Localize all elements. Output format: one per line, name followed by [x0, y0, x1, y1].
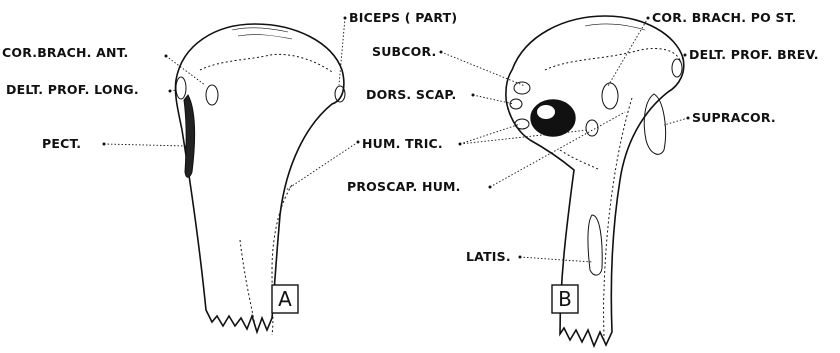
dors-scap-scar [510, 99, 522, 109]
label-cor-brach-post: COR. BRACH. PO ST. [652, 10, 796, 25]
hum-tric-scar-2 [586, 120, 598, 136]
cor-brach-ant-scar [206, 85, 218, 105]
label-biceps: BICEPS ( PART) [349, 10, 457, 25]
deep-fossa [531, 100, 575, 136]
delt-prof-long-scar [176, 77, 186, 99]
bone-b-ridge [604, 98, 632, 340]
label-cor-brach-ant: COR.BRACH. ANT. [2, 45, 128, 60]
label-latis: LATIS. [466, 249, 511, 264]
label-subcor: SUBCOR. [372, 44, 437, 59]
label-proscap-hum: PROSCAP. HUM. [347, 179, 461, 194]
bone-a-outline [175, 24, 343, 332]
bone-b-head-shade [585, 24, 645, 30]
bone-a: A [175, 24, 345, 335]
fossa-highlight [537, 105, 555, 119]
panel-b-label: B [558, 287, 572, 311]
label-supracor: SUPRACOR. [692, 110, 776, 125]
hum-tric-scar-1 [515, 119, 529, 129]
bone-a-dashed-inner [240, 240, 256, 330]
bone-a-head-shade-2 [238, 35, 292, 39]
panel-a-label: A [278, 287, 292, 311]
pect-scar [184, 95, 195, 177]
subcor-scar [514, 82, 530, 94]
bone-b-outline [506, 16, 684, 346]
bone-a-head-shade [232, 28, 288, 32]
latis-scar [588, 215, 602, 275]
leaders-b [440, 17, 690, 263]
cor-brach-post-scar [602, 83, 618, 109]
bone-a-head-contour [200, 54, 332, 72]
bone-b-head-contour [545, 48, 680, 70]
bone-b: B [506, 16, 684, 346]
label-hum-tric: HUM. TRIC. [362, 136, 443, 151]
label-dors-scap: DORS. SCAP. [366, 87, 456, 102]
biceps-scar [335, 86, 345, 102]
label-delt-prof-long: DELT. PROF. LONG. [6, 82, 139, 97]
label-delt-prof-brev: DELT. PROF. BREV. [689, 47, 819, 62]
label-pect: PECT. [42, 136, 81, 151]
bone-b-ridge-2 [560, 150, 600, 170]
